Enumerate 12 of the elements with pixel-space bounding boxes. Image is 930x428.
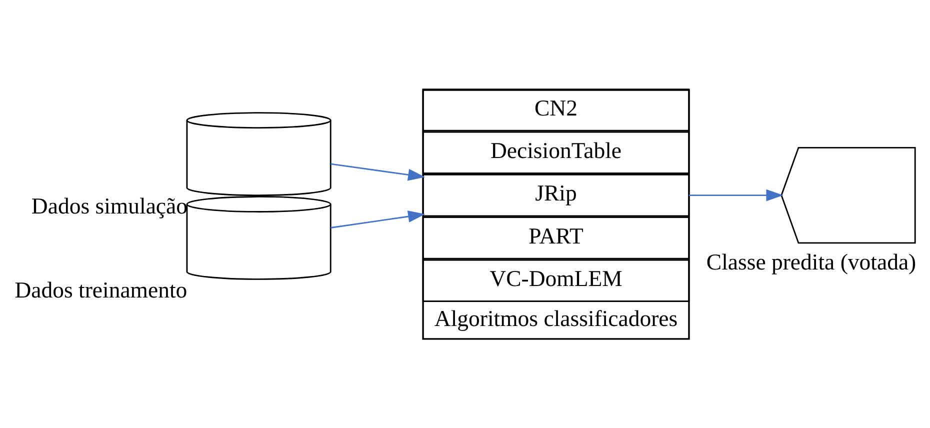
node-box: DecisionTable	[422, 130, 690, 174]
arrow	[330, 162, 426, 180]
node-box: VC-DomLEM	[422, 258, 690, 302]
arrow	[689, 188, 784, 201]
node-box: CN2	[422, 88, 690, 131]
node-label: Classe predita (votada)	[706, 249, 916, 274]
node-display	[780, 146, 916, 244]
node-label: Dados treinamento	[14, 276, 188, 302]
node-box: PART	[422, 216, 690, 259]
arrow	[330, 210, 426, 228]
node-label: Dados simulação	[31, 193, 188, 218]
node-box: JRip	[422, 173, 690, 216]
